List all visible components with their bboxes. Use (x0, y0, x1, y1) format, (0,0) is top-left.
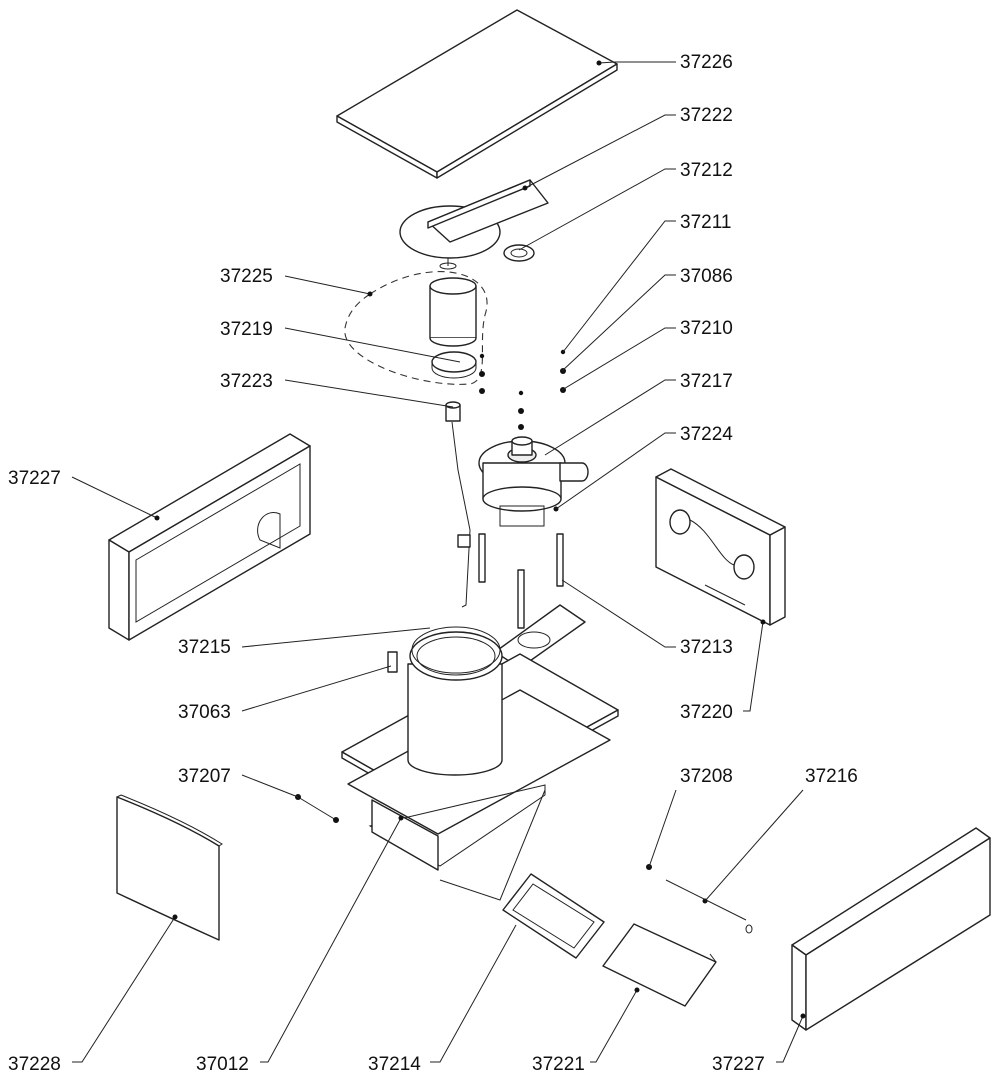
part-left-side-panel (108, 433, 311, 641)
label-37213: 37213 (680, 637, 733, 658)
label-37223: 37223 (220, 371, 273, 392)
part-mount-plate (494, 604, 586, 669)
callout-labels: 37226 37222 37212 37211 37086 37210 3721… (8, 52, 858, 1075)
part-blower-cover (399, 179, 549, 270)
label-37226: 37226 (680, 52, 733, 73)
label-37086: 37086 (680, 266, 733, 287)
label-37211: 37211 (680, 212, 731, 233)
label-37219: 37219 (220, 319, 273, 340)
label-37215: 37215 (178, 637, 231, 658)
part-blower-motor (478, 436, 589, 527)
label-37227-right: 37227 (712, 1054, 765, 1075)
part-drum-assembly (341, 631, 619, 901)
part-gasket-ring (503, 244, 535, 262)
part-filter-disc (431, 351, 477, 379)
label-37212: 37212 (680, 160, 733, 181)
label-37208: 37208 (680, 766, 733, 787)
label-37228: 37228 (8, 1054, 61, 1075)
label-37217: 37217 (680, 371, 733, 392)
label-37063: 37063 (178, 702, 231, 723)
part-top-panel (336, 9, 618, 179)
label-37214: 37214 (368, 1054, 421, 1075)
part-window-frame (502, 873, 605, 959)
label-37227-left: 37227 (8, 468, 61, 489)
label-37210: 37210 (680, 318, 733, 339)
part-clip (387, 651, 398, 673)
label-37216: 37216 (805, 766, 858, 787)
leader-dots (154, 60, 806, 1019)
label-37225: 37225 (220, 266, 273, 287)
part-sensor-probe (445, 401, 471, 608)
label-37012: 37012 (196, 1054, 249, 1075)
part-bolt (295, 794, 339, 823)
label-37222: 37222 (680, 105, 733, 126)
label-37207: 37207 (178, 766, 231, 787)
part-drum-gasket (411, 626, 501, 674)
label-37221: 37221 (532, 1054, 585, 1075)
part-filter-group (344, 271, 488, 385)
label-37220: 37220 (680, 702, 733, 723)
hardware-dots (479, 349, 566, 430)
part-right-panel (655, 468, 786, 626)
part-right-side-panel (791, 827, 991, 1031)
label-37224: 37224 (680, 424, 733, 445)
leader-lines (71, 61, 804, 1063)
part-threaded-rods (478, 533, 564, 629)
part-front-door (116, 794, 223, 941)
part-washer (745, 924, 753, 934)
part-bracket-plate (602, 923, 717, 1007)
